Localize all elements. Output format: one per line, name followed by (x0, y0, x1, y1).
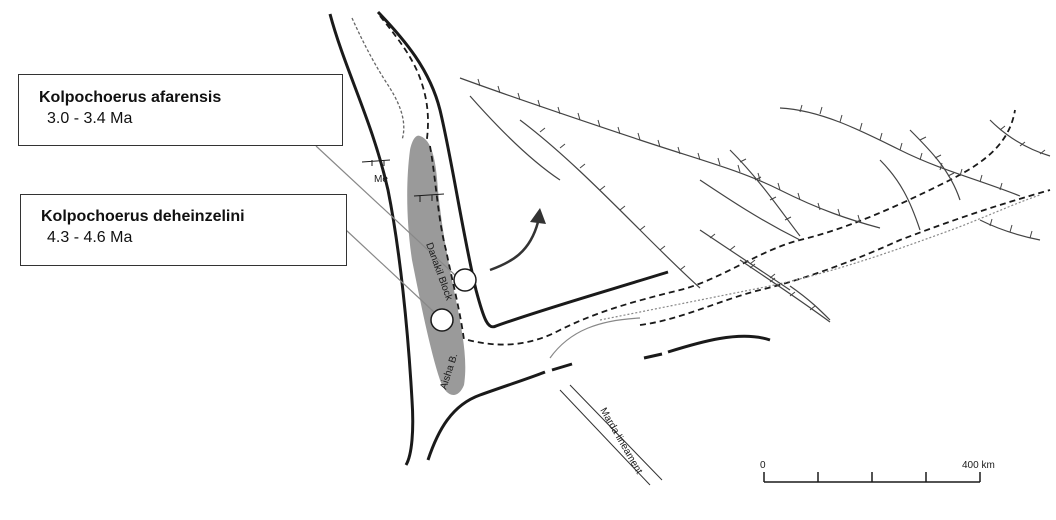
fault-me (361, 159, 391, 166)
species-age-afarensis: 3.0 - 3.4 Ma (47, 110, 133, 127)
label-marda-lineament: Marda lineament (597, 406, 644, 476)
leader-line-afarensis (315, 145, 457, 277)
dotted-axis-east (599, 194, 1041, 321)
species-age-deheinzelini: 4.3 - 4.6 Ma (47, 229, 133, 246)
dashed-axis-east-2 (639, 189, 1051, 326)
scale-label-start: 0 (760, 460, 766, 471)
fault-network (459, 77, 1051, 323)
coastline-east-segment (643, 334, 771, 360)
thin-margin-south (549, 317, 641, 359)
dotted-margin-north (351, 17, 405, 141)
site-deheinzelini (430, 308, 454, 332)
fault-ticks (477, 78, 1046, 311)
marda-lineament-line-1 (559, 389, 651, 486)
fault-block (413, 193, 445, 202)
danakil-block (407, 135, 466, 396)
coastline-west (328, 13, 415, 466)
coastline-south (426, 370, 546, 461)
scale-label-end: 400 km (962, 460, 995, 471)
species-label-afarensis: Kolpochoerus afarensis 3.0 - 3.4 Ma (18, 74, 343, 146)
scale-bar: 0 400 km (760, 460, 995, 483)
dashed-line-north (379, 15, 429, 147)
species-label-deheinzelini: Kolpochoerus deheinzelini 4.3 - 4.6 Ma (20, 194, 347, 266)
label-me: Me (374, 174, 388, 185)
species-name-deheinzelini: Kolpochoerus deheinzelini (41, 208, 245, 225)
rotation-arrow (489, 221, 540, 272)
species-name-afarensis: Kolpochoerus afarensis (39, 89, 222, 106)
rotation-arrow-head (530, 208, 546, 224)
dashed-axis-east (467, 109, 1016, 346)
leader-line-deheinzelini (345, 229, 435, 313)
marda-lineament-line-2 (569, 384, 663, 481)
coastline-south-segment (551, 362, 573, 372)
site-afarensis (453, 268, 477, 292)
block-boundary (429, 145, 465, 341)
